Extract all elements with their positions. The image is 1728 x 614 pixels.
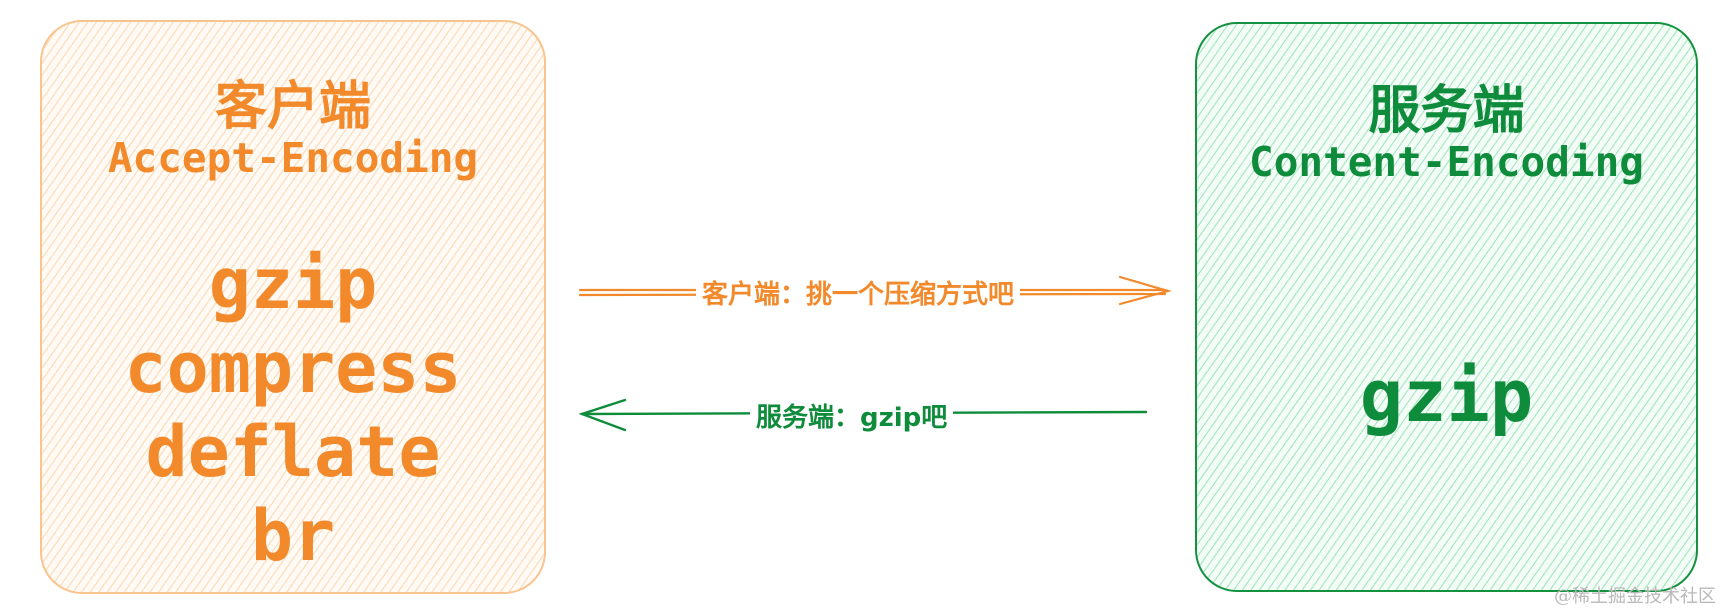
watermark: @稀土掘金技术社区	[1554, 586, 1716, 607]
encoding-item: br	[250, 495, 336, 577]
request-arrow-label: 客户端：挑一个压缩方式吧	[696, 274, 1021, 311]
response-arrowhead-icon	[578, 398, 627, 432]
accept-encoding-header: Accept-Encoding	[107, 134, 479, 182]
response-arrow-label: 服务端：gzip吧	[750, 397, 954, 434]
server-title: 服务端	[1368, 81, 1525, 141]
encoding-item: gzip	[208, 243, 378, 325]
server-box: 服务端 Content-Encoding gzip	[1195, 22, 1698, 592]
client-box: 客户端 Accept-Encoding gzip compress deflat…	[40, 20, 546, 594]
encoding-item: deflate	[145, 411, 441, 493]
request-arrowhead-icon	[1118, 275, 1173, 306]
client-title: 客户端	[214, 77, 371, 137]
encoding-item: compress	[124, 327, 462, 409]
content-encoding-header: Content-Encoding	[1249, 138, 1644, 186]
server-chosen-encoding: gzip	[1359, 354, 1534, 438]
client-encoding-list: gzip compress deflate br	[42, 242, 544, 578]
